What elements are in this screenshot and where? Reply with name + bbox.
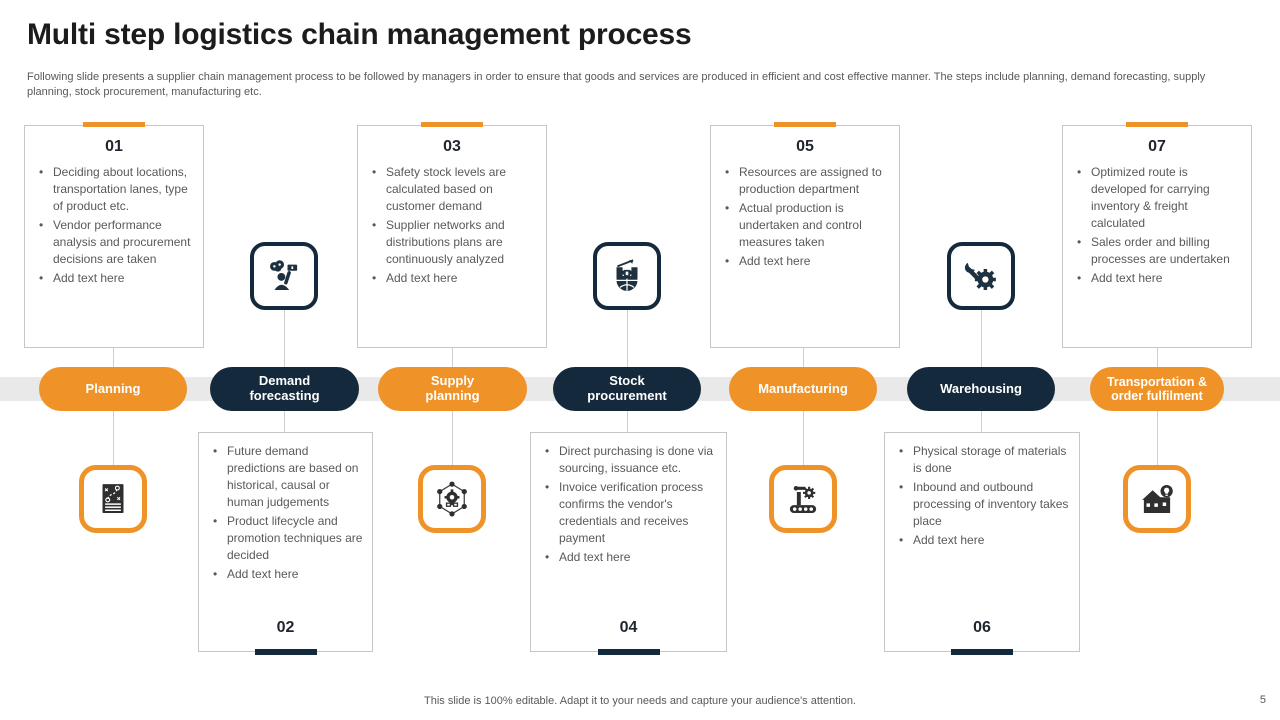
bullet-item: Add text here [725,253,891,270]
connector-line [803,348,804,367]
person-media-analysis-icon [270,260,298,290]
step-number: 01 [105,138,123,155]
pill-label: Supply planning [425,373,480,403]
bullet-item: Add text here [899,532,1071,549]
box-accent-tab [421,122,483,127]
step-number: 03 [443,138,461,155]
bullet-item: Future demand predictions are based on h… [213,443,364,511]
connector-line [627,411,628,432]
step-number: 02 [276,619,295,636]
pill-transportation-order-fulfilment[interactable]: Transportation & order fulfilment [1090,367,1224,411]
bullet-item: Deciding about locations, transportation… [39,164,195,215]
connector-line [113,411,114,465]
warehouse-bulb-icon [1142,485,1173,513]
bullet-item: Sales order and billing processes are un… [1077,234,1243,268]
pill-demand-forecasting[interactable]: Demand forecasting [210,367,359,411]
step-bullet-list: Safety stock levels are calculated based… [358,164,546,287]
connector-line [113,348,114,367]
connector-line [627,310,628,367]
bullet-item: Safety stock levels are calculated based… [372,164,538,215]
bullet-item: Inbound and outbound processing of inven… [899,479,1071,530]
step-01-description-box[interactable]: 01 Deciding about locations, transportat… [24,122,204,348]
step-bullet-list: Optimized route is developed for carryin… [1063,164,1251,287]
step-03-description-box[interactable]: 03 Safety stock levels are calculated ba… [357,122,547,348]
pill-label: Demand forecasting [249,373,320,403]
connector-line [452,411,453,465]
connector-line [284,310,285,367]
pill-label: Stock procurement [587,373,667,403]
bullet-item: Supplier networks and distributions plan… [372,217,538,268]
connector-line [803,411,804,465]
bullet-item: Resources are assigned to production dep… [725,164,891,198]
step-number: 04 [619,619,638,636]
bullet-item: Physical storage of materials is done [899,443,1071,477]
pill-warehousing[interactable]: Warehousing [907,367,1055,411]
bullet-item: Invoice verification process confirms th… [545,479,718,547]
page-number: 5 [1259,694,1266,706]
box-accent-tab [951,649,1013,655]
connector-line [1157,348,1158,367]
footer-note: This slide is 100% editable. Adapt it to… [424,695,856,707]
bullet-item: Direct purchasing is done via sourcing, … [545,443,718,477]
connector-line [1157,411,1158,465]
supply-planning-icon-tile[interactable] [418,465,486,533]
pill-stock-procurement[interactable]: Stock procurement [553,367,701,411]
box-accent-tab [254,649,317,655]
bullet-item: Product lifecycle and promotion techniqu… [213,513,364,564]
pill-label: Planning [85,380,141,396]
step-number: 07 [1148,138,1166,155]
stock-procurement-icon-tile[interactable] [593,242,661,310]
bullet-item: Add text here [39,270,195,287]
step-bullet-list: Deciding about locations, transportation… [25,164,203,287]
step-07-description-box[interactable]: 07 Optimized route is developed for carr… [1062,122,1252,348]
pill-manufacturing[interactable]: Manufacturing [729,367,877,411]
box-accent-tab [597,649,660,655]
globe-chart-icon [616,259,638,291]
step-number: 05 [796,138,814,155]
connector-line [981,310,982,367]
demand-forecasting-icon-tile[interactable] [250,242,318,310]
connector-line [981,411,982,432]
step-02-description-box[interactable]: Future demand predictions are based on h… [198,432,373,655]
pill-planning[interactable]: Planning [39,367,187,411]
bullet-item: Vendor performance analysis and procurem… [39,217,195,268]
connector-line [452,348,453,367]
step-bullet-list: Future demand predictions are based on h… [199,433,372,583]
network-gear-icon [437,481,467,517]
manufacturing-icon-tile[interactable] [769,465,837,533]
bullet-item: Add text here [372,270,538,287]
box-accent-tab [1126,122,1188,127]
step-04-description-box[interactable]: Direct purchasing is done via sourcing, … [530,432,727,655]
box-accent-tab [774,122,836,127]
pill-label: Manufacturing [758,380,848,396]
warehousing-icon-tile[interactable] [947,242,1015,310]
robotic-arm-conveyor-icon [789,486,817,513]
pill-label: Transportation & order fulfilment [1106,375,1207,403]
bullet-item: Add text here [545,549,718,566]
step-06-description-box[interactable]: Physical storage of materials is done In… [884,432,1080,655]
transportation-icon-tile[interactable] [1123,465,1191,533]
connector-line [284,411,285,432]
pill-supply-planning[interactable]: Supply planning [378,367,527,411]
bullet-item: Actual production is undertaken and cont… [725,200,891,251]
bullet-item: Optimized route is developed for carryin… [1077,164,1243,232]
strategy-playbook-icon [102,484,124,513]
planning-icon-tile[interactable] [79,465,147,533]
step-bullet-list: Physical storage of materials is done In… [885,433,1079,549]
step-bullet-list: Direct purchasing is done via sourcing, … [531,433,726,566]
pill-label: Warehousing [940,380,1022,396]
box-accent-tab [83,122,145,127]
wrench-gear-icon [964,262,996,290]
bullet-item: Add text here [1077,270,1243,287]
step-05-description-box[interactable]: 05 Resources are assigned to production … [710,122,900,348]
page-title: Multi step logistics chain management pr… [27,18,692,51]
slide-subtitle: Following slide presents a supplier chai… [27,71,1206,98]
step-number: 06 [973,619,991,636]
step-bullet-list: Resources are assigned to production dep… [711,164,899,270]
bullet-item: Add text here [213,566,364,583]
